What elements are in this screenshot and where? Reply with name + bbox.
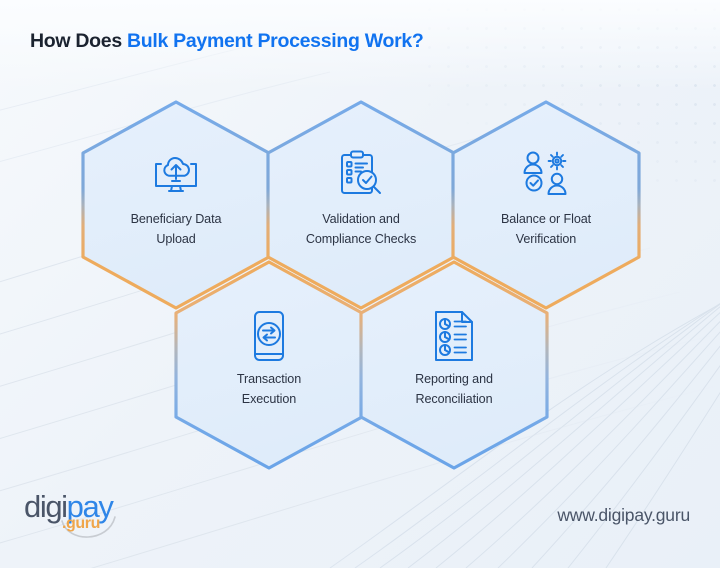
page-title: How Does Bulk Payment Processing Work?: [30, 30, 424, 53]
hex-cell-balance-float-verification[interactable]: [451, 100, 641, 310]
hex-top-row: [81, 100, 641, 310]
logo-part-guru: .guru: [62, 515, 100, 532]
logo-wordmark: digipay: [24, 489, 114, 525]
hex-bottom-row: [174, 260, 549, 470]
title-plain-text: How Does: [30, 30, 127, 52]
hex-cell-reporting-reconciliation[interactable]: [359, 260, 549, 470]
logo-part-digi: digi: [24, 489, 68, 524]
title-accent-text: Bulk Payment Processing Work?: [126, 30, 424, 52]
brand-logo[interactable]: digipay .guru: [22, 487, 152, 543]
logo-underline-arc: [61, 516, 116, 538]
logo-part-pay: pay: [66, 489, 114, 524]
website-url[interactable]: www.digipay.guru: [557, 505, 690, 525]
